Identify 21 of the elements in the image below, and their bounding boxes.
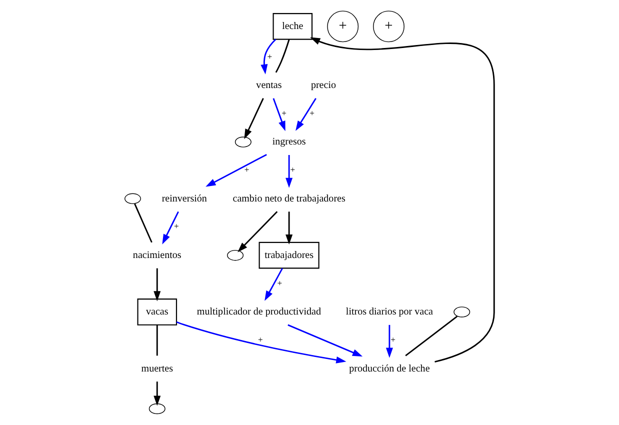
node-text: cambio neto de trabajadores <box>232 193 346 204</box>
node-text: muertes <box>141 363 173 374</box>
edge-label: + <box>258 334 263 345</box>
node-text: producción de leche <box>349 363 430 374</box>
edge-label: + <box>244 164 250 175</box>
node-text: ingresos <box>272 136 306 148</box>
edge-label: + <box>174 221 179 232</box>
node-text: multiplicador de productividad <box>196 306 321 318</box>
edge-label: + <box>390 334 396 345</box>
node-text: litros diarios por vaca <box>346 306 433 318</box>
edge-label: + <box>277 278 282 288</box>
label: + <box>384 18 393 34</box>
node-text: reinversión <box>162 193 207 204</box>
node-text: ventas <box>256 80 282 92</box>
edge-label: + <box>267 51 272 62</box>
node-text: precio <box>310 80 336 92</box>
node-text: nacimientos <box>132 250 182 261</box>
label: + <box>338 18 347 34</box>
edge-label: + <box>310 108 314 118</box>
edge-label: + <box>290 164 296 175</box>
edge-label: + <box>282 108 286 118</box>
